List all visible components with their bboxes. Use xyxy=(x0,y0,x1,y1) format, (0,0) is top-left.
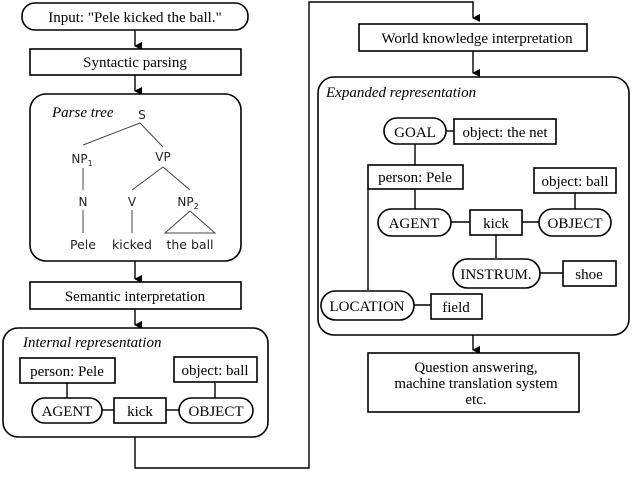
parse-tree-panel: Parse tree S NP1 VP N V NP2 Pele kicked … xyxy=(29,93,242,262)
expanded-shoe-node: shoe xyxy=(562,260,617,287)
expanded-goal-node: GOAL xyxy=(383,117,447,145)
internal-kick-node: kick xyxy=(113,397,167,424)
expanded-location-node: LOCATION xyxy=(320,290,415,321)
internal-object-label: object: ball xyxy=(181,363,248,379)
expanded-instrum-label: INSTRUM. xyxy=(460,267,531,283)
parse-tree-title: Parse tree xyxy=(51,105,114,121)
input-label: Input: "Pele kicked the ball." xyxy=(48,10,221,26)
connector-internal-to-world xyxy=(134,1,480,469)
expanded-kick-label: kick xyxy=(483,216,509,232)
tree-node-v: V xyxy=(128,195,137,209)
semantic-interpretation-node: Semantic interpretation xyxy=(29,281,242,310)
internal-representation-title: Internal representation xyxy=(22,335,161,351)
expanded-representation-title: Expanded representation xyxy=(325,85,476,101)
expanded-person-label: person: Pele xyxy=(378,170,452,186)
expanded-objrole-label: OBJECT xyxy=(547,216,602,232)
expanded-person-node: person: Pele xyxy=(367,164,464,190)
semantic-interpretation-label: Semantic interpretation xyxy=(65,289,206,305)
output-line-2: machine translation system xyxy=(394,376,558,392)
expanded-agent-label: AGENT xyxy=(389,216,440,232)
output-line-3: etc. xyxy=(465,392,486,408)
expanded-field-node: field xyxy=(430,293,483,320)
world-knowledge-label: World knowledge interpretation xyxy=(381,31,573,47)
internal-person-node: person: Pele xyxy=(19,357,116,384)
expanded-goal-object-label: object: the net xyxy=(463,125,549,141)
expanded-goal-label: GOAL xyxy=(394,125,436,141)
tree-triangle-np2 xyxy=(163,210,217,234)
tree-word-kicked: kicked xyxy=(112,237,152,252)
internal-objrole-node: OBJECT xyxy=(178,397,254,424)
tree-edges-vp xyxy=(131,166,191,191)
tree-node-vp: VP xyxy=(155,150,170,164)
tree-word-the-ball: the ball xyxy=(166,237,213,252)
tree-node-s: S xyxy=(138,108,146,122)
tree-word-pele: Pele xyxy=(70,237,96,252)
tree-edges-s xyxy=(82,122,164,148)
internal-agent-node: AGENT xyxy=(31,397,103,424)
expanded-goal-object-node: object: the net xyxy=(453,118,557,145)
internal-representation-panel: Internal representation person: Pele obj… xyxy=(2,327,269,438)
internal-agent-label: AGENT xyxy=(42,404,93,420)
expanded-object-label: object: ball xyxy=(541,174,608,190)
tree-node-np1: NP1 xyxy=(71,152,92,168)
expanded-field-label: field xyxy=(442,300,470,316)
syntactic-parsing-node: Syntactic parsing xyxy=(29,48,242,76)
internal-kick-label: kick xyxy=(127,404,153,420)
tree-node-np2: NP2 xyxy=(177,195,198,211)
world-knowledge-node: World knowledge interpretation xyxy=(358,23,588,52)
input-node: Input: "Pele kicked the ball." xyxy=(21,2,249,31)
output-node: Question answering, machine translation … xyxy=(367,352,580,413)
expanded-kick-node: kick xyxy=(469,209,523,236)
internal-objrole-label: OBJECT xyxy=(188,404,243,420)
expanded-instrum-node: INSTRUM. xyxy=(452,258,541,289)
internal-person-label: person: Pele xyxy=(30,364,104,380)
tree-node-n: N xyxy=(79,195,88,209)
expanded-agent-node: AGENT xyxy=(377,208,452,237)
output-line-1: Question answering, xyxy=(414,360,537,376)
expanded-objrole-node: OBJECT xyxy=(538,208,612,237)
expanded-representation-panel: Expanded representation GOAL object: the… xyxy=(317,76,630,336)
expanded-location-label: LOCATION xyxy=(330,299,405,315)
syntactic-parsing-label: Syntactic parsing xyxy=(83,55,187,71)
expanded-shoe-label: shoe xyxy=(575,267,603,283)
internal-object-node: object: ball xyxy=(173,356,258,383)
expanded-object-node: object: ball xyxy=(533,167,617,194)
